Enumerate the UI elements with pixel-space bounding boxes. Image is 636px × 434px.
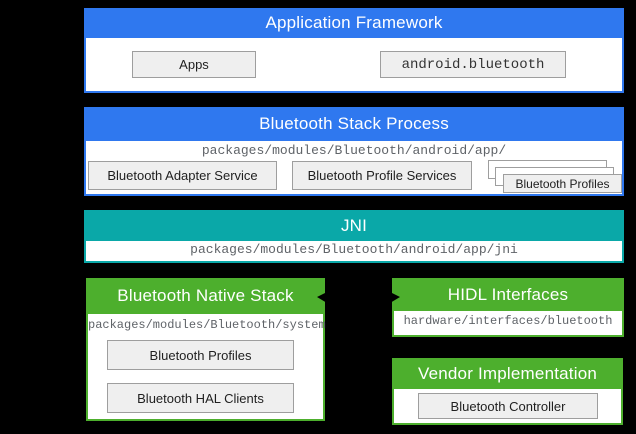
bluetooth-hal-clients-box: Bluetooth HAL Clients bbox=[107, 383, 294, 413]
section-title-bluetooth-stack-process: Bluetooth Stack Process bbox=[84, 107, 624, 141]
bluetooth-profile-services-box: Bluetooth Profile Services bbox=[292, 161, 472, 190]
apps-box: Apps bbox=[132, 51, 256, 78]
section-vendor-implementation: Vendor Implementation Bluetooth Controll… bbox=[392, 358, 623, 425]
section-body-hidl-interfaces: hardware/interfaces/bluetooth bbox=[392, 311, 624, 337]
bluetooth-adapter-service-box: Bluetooth Adapter Service bbox=[88, 161, 277, 190]
section-body-application-framework: Apps android.bluetooth bbox=[84, 38, 624, 93]
section-body-bluetooth-stack-process: packages/modules/Bluetooth/android/app/ … bbox=[84, 141, 624, 196]
section-body-jni: packages/modules/Bluetooth/android/app/j… bbox=[84, 241, 624, 263]
section-title-bluetooth-native-stack: Bluetooth Native Stack bbox=[86, 278, 325, 314]
section-body-vendor-implementation: Bluetooth Controller bbox=[392, 389, 623, 425]
bluetooth-controller-box: Bluetooth Controller bbox=[418, 393, 598, 419]
section-bluetooth-native-stack: Bluetooth Native Stack packages/modules/… bbox=[86, 278, 326, 421]
android-bluetooth-box: android.bluetooth bbox=[380, 51, 566, 78]
arrow-shaft bbox=[325, 296, 392, 298]
section-title-application-framework: Application Framework bbox=[84, 8, 624, 38]
source-path-label: packages/modules/Bluetooth/android/app/j… bbox=[190, 242, 518, 257]
source-path-label: packages/modules/Bluetooth/system bbox=[88, 318, 326, 332]
bluetooth-profiles-native-box: Bluetooth Profiles bbox=[107, 340, 294, 370]
section-body-bluetooth-native-stack: packages/modules/Bluetooth/system Blueto… bbox=[86, 314, 326, 421]
arrow-head-right-icon bbox=[390, 292, 400, 303]
source-path-label: packages/modules/Bluetooth/android/app/ bbox=[201, 143, 507, 158]
section-title-vendor-implementation: Vendor Implementation bbox=[392, 358, 623, 389]
arrow-head-left-icon bbox=[317, 292, 327, 303]
bidirectional-arrow-icon bbox=[317, 292, 400, 303]
section-title-jni: JNI bbox=[84, 210, 624, 241]
source-path-label: hardware/interfaces/bluetooth bbox=[403, 314, 613, 328]
section-jni: JNI packages/modules/Bluetooth/android/a… bbox=[84, 210, 624, 263]
section-title-hidl-interfaces: HIDL Interfaces bbox=[392, 278, 624, 311]
section-bluetooth-stack-process: Bluetooth Stack Process packages/modules… bbox=[84, 107, 624, 196]
bluetooth-profiles-box: Bluetooth Profiles bbox=[503, 174, 622, 193]
section-hidl-interfaces: HIDL Interfaces hardware/interfaces/blue… bbox=[392, 278, 624, 337]
section-application-framework: Application Framework Apps android.bluet… bbox=[84, 8, 624, 93]
